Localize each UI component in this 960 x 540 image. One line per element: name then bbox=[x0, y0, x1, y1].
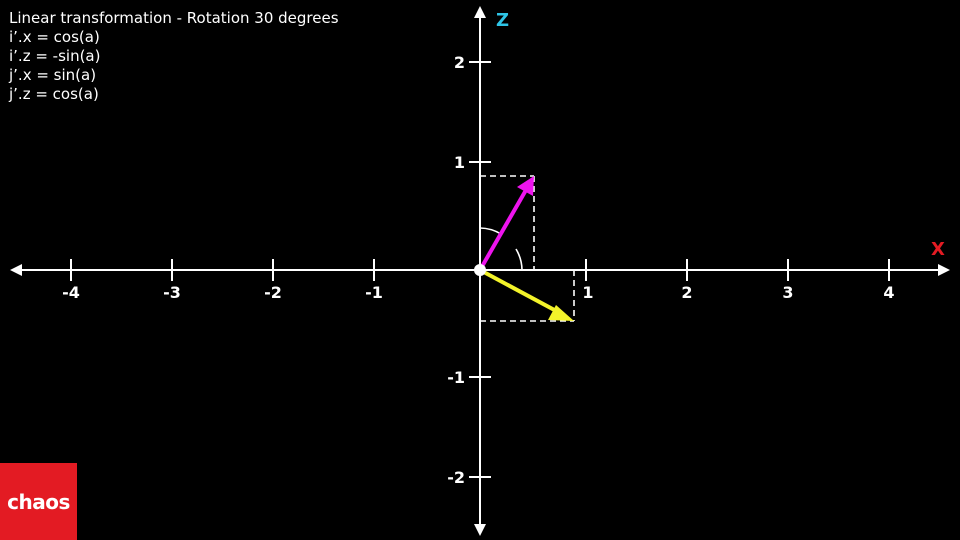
z-tick-label: -2 bbox=[447, 468, 465, 487]
x-tick-label: 2 bbox=[681, 283, 692, 302]
caption-formula: i’.z = -sin(a) bbox=[9, 47, 101, 65]
x-axis-left-arrow-icon bbox=[10, 264, 22, 276]
caption-formula: i’.x = cos(a) bbox=[9, 28, 100, 46]
angle-arc-z bbox=[479, 227, 502, 235]
z-tick-label: 2 bbox=[454, 53, 465, 72]
chaos-logo: chaos bbox=[0, 463, 77, 540]
z-axis-top-arrow-icon bbox=[474, 6, 486, 18]
x-tick-label: 4 bbox=[883, 283, 894, 302]
caption: Linear transformation - Rotation 30 degr… bbox=[9, 9, 339, 104]
projection-guides bbox=[480, 175, 575, 322]
x-axis-right-arrow-icon bbox=[938, 264, 950, 276]
vector-i-prime-arrowhead-icon bbox=[548, 305, 574, 321]
x-tick-label: -3 bbox=[163, 283, 181, 302]
vector-j-prime-shaft bbox=[478, 189, 528, 271]
origin-point bbox=[474, 264, 486, 276]
x-tick-label: -4 bbox=[62, 283, 80, 302]
x-tick-label: -2 bbox=[264, 283, 282, 302]
z-tick-marks bbox=[469, 61, 491, 478]
x-tick-label: -1 bbox=[365, 283, 383, 302]
z-tick-label: -1 bbox=[447, 368, 465, 387]
vector-j-prime-arrowhead-icon bbox=[517, 176, 534, 196]
x-axis-label: X bbox=[931, 239, 945, 260]
z-axis-label: Z bbox=[496, 10, 509, 31]
vector-i-prime-shaft bbox=[479, 268, 561, 315]
caption-title: Linear transformation - Rotation 30 degr… bbox=[9, 9, 339, 27]
angle-arc-x bbox=[515, 248, 523, 271]
caption-formula: j’.z = cos(a) bbox=[9, 85, 99, 103]
z-axis-bottom-arrow-icon bbox=[474, 524, 486, 536]
z-tick-label: 1 bbox=[454, 153, 465, 172]
logo-text: chaos bbox=[7, 489, 70, 514]
x-tick-label: 3 bbox=[782, 283, 793, 302]
x-tick-label: 1 bbox=[582, 283, 593, 302]
x-tick-marks bbox=[70, 259, 890, 281]
caption-formula: j’.x = sin(a) bbox=[9, 66, 97, 84]
